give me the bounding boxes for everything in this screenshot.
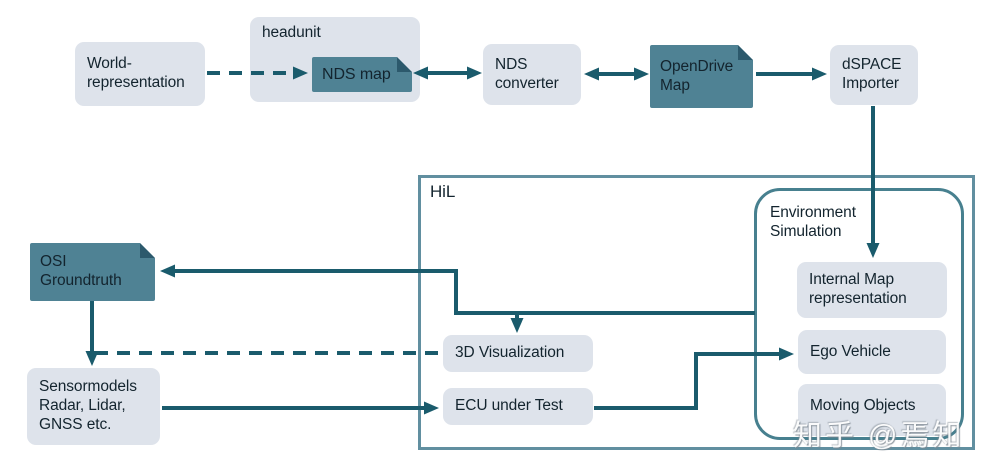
- node-osi-groundtruth: OSI Groundtruth: [30, 243, 155, 301]
- node-opendrive-map: OpenDrive Map: [650, 45, 753, 108]
- node-opendrive-map-label: OpenDrive Map: [660, 57, 734, 94]
- node-internal-map-representation-label: Internal Map representation: [809, 271, 907, 307]
- node-osi-groundtruth-label: OSI Groundtruth: [40, 253, 122, 289]
- environment-simulation-label: Environment Simulation: [770, 204, 856, 240]
- node-ego-vehicle: Ego Vehicle: [798, 330, 946, 374]
- node-ecu-under-test: ECU under Test: [443, 388, 593, 425]
- node-dspace-importer-label: dSPACE Importer: [842, 56, 902, 92]
- node-3d-visualization: 3D Visualization: [443, 335, 593, 372]
- node-world-representation-label: World- representation: [87, 55, 185, 91]
- node-dspace-importer: dSPACE Importer: [830, 45, 918, 105]
- node-nds-converter: NDS converter: [483, 44, 581, 105]
- folded-corner-icon: [738, 45, 753, 60]
- node-3d-visualization-label: 3D Visualization: [455, 344, 565, 362]
- watermark: 知乎 @焉知: [793, 420, 965, 452]
- node-headunit-label: headunit: [262, 24, 321, 41]
- node-moving-objects-label: Moving Objects: [810, 397, 916, 414]
- hil-label: HiL: [430, 182, 456, 201]
- node-sensormodels: Sensormodels Radar, Lidar, GNSS etc.: [27, 368, 160, 445]
- node-nds-map-label: NDS map: [322, 65, 391, 83]
- node-ego-vehicle-label: Ego Vehicle: [810, 342, 891, 360]
- node-moving-objects: Moving Objects: [798, 384, 946, 436]
- node-sensormodels-label: Sensormodels Radar, Lidar, GNSS etc.: [39, 378, 137, 433]
- node-ecu-under-test-label: ECU under Test: [455, 397, 563, 415]
- node-nds-converter-label: NDS converter: [495, 55, 559, 92]
- node-world-representation: World- representation: [75, 42, 205, 106]
- node-internal-map-representation: Internal Map representation: [797, 262, 947, 318]
- node-nds-map: NDS map: [312, 57, 412, 92]
- folded-corner-icon: [140, 243, 155, 258]
